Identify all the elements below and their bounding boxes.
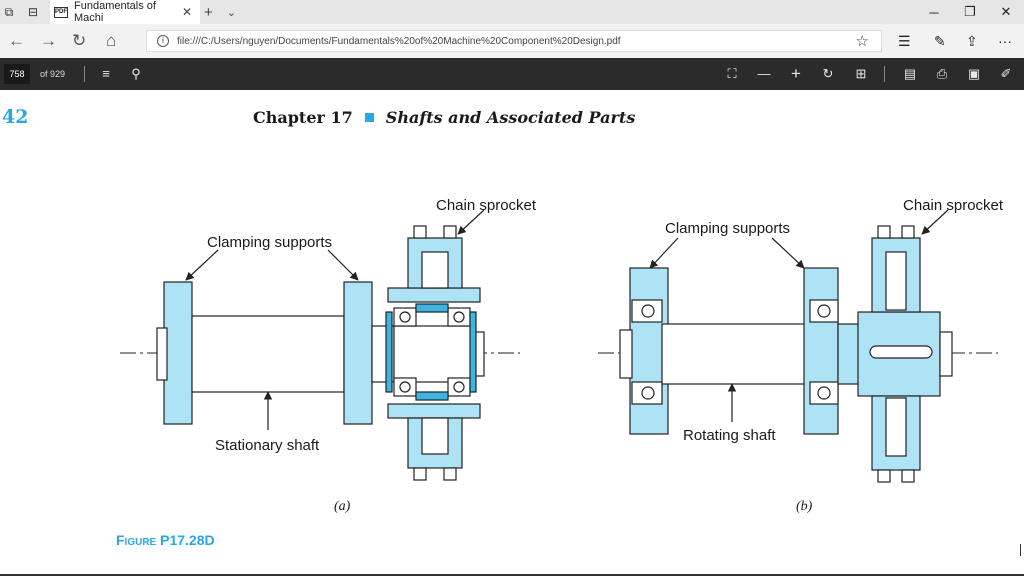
new-tab-icon[interactable]: + <box>204 3 213 21</box>
figure-a <box>120 209 520 481</box>
search-icon[interactable]: ⚲ <box>131 66 141 81</box>
tab-aside-icon[interactable]: ⊟ <box>27 5 39 19</box>
page-view-icon[interactable]: ⊞ <box>855 66 867 81</box>
fit-page-icon[interactable]: ⛶ <box>727 66 737 81</box>
forward-icon[interactable]: → <box>40 31 57 50</box>
pdf-favicon: PDF <box>54 6 68 18</box>
sublabel-a: (a) <box>334 499 351 514</box>
label-chain-sprocket-a: Chain sprocket <box>436 197 537 214</box>
pdf-page: 42 Chapter 17 Shafts and Associated Part… <box>0 90 1024 576</box>
label-chain-sprocket-b: Chain sprocket <box>903 197 1004 214</box>
chapter-title: Shafts and Associated Parts <box>385 108 636 127</box>
window-close-icon[interactable]: ✕ <box>1000 4 1012 19</box>
save-icon[interactable]: ▣ <box>967 66 981 81</box>
favorite-star-icon[interactable]: ☆ <box>855 33 869 50</box>
info-icon[interactable]: i <box>157 35 169 47</box>
pdf-toolbar: 758 of 929 ≡ ⚲ ⛶ — + ↻ ⊞ ▤ ⎙ ▣ ✐ <box>0 58 1024 90</box>
read-aloud-icon[interactable]: ▤ <box>903 66 917 81</box>
page-bottom-border <box>0 574 1024 576</box>
reading-list-icon[interactable]: ☰ <box>898 33 911 49</box>
sublabel-b: (b) <box>796 499 813 514</box>
label-shaft-b: Rotating shaft <box>683 427 776 444</box>
label-clamping-a: Clamping supports <box>207 234 332 251</box>
rotate-icon[interactable]: ↻ <box>822 66 834 81</box>
zoom-in-icon[interactable]: + <box>791 64 801 83</box>
figure-b <box>598 209 998 483</box>
zoom-out-icon[interactable]: — <box>757 66 771 81</box>
label-shaft-a: Stationary shaft <box>215 437 320 454</box>
toolbar-divider <box>884 66 885 82</box>
minimize-icon[interactable]: ─ <box>929 4 939 20</box>
tab-list-icon[interactable]: ⧉ <box>4 4 14 19</box>
page-total-label: of 929 <box>40 69 66 79</box>
running-header: Chapter 17 Shafts and Associated Parts <box>253 108 635 127</box>
annotate-icon[interactable]: ✐ <box>1000 66 1012 81</box>
header-square-icon <box>364 113 374 122</box>
share-icon[interactable]: ⇪ <box>966 33 978 49</box>
home-icon[interactable]: ⌂ <box>106 31 117 50</box>
tab-title: Fundamentals of Machi <box>74 0 156 24</box>
toolbar-divider <box>84 66 85 82</box>
figure-caption: Figure P17.28D <box>116 532 215 548</box>
shaft-figure: Chain sprocket Clamping supports Station… <box>120 197 1004 514</box>
page-number-input[interactable]: 758 <box>4 64 30 84</box>
label-clamping-b: Clamping supports <box>665 220 790 237</box>
browser-tab[interactable]: PDF Fundamentals of Machi ✕ <box>50 0 200 24</box>
tab-dropdown-icon[interactable]: ⌄ <box>226 6 236 19</box>
page-number: 42 <box>2 106 29 128</box>
restore-icon[interactable]: ❐ <box>964 4 976 19</box>
contents-icon[interactable]: ≡ <box>102 66 110 81</box>
print-icon[interactable]: ⎙ <box>936 66 948 81</box>
pen-icon[interactable]: ✎ <box>934 33 946 49</box>
back-icon[interactable]: ← <box>8 31 25 50</box>
text-cursor <box>1020 544 1021 556</box>
refresh-icon[interactable]: ↻ <box>72 31 87 50</box>
close-tab-icon[interactable]: ✕ <box>181 5 192 19</box>
chapter-label: Chapter 17 <box>253 108 353 127</box>
url-text: file:///C:/Users/nguyen/Documents/Fundam… <box>177 35 621 47</box>
tab-strip: ⧉ ⊟ PDF Fundamentals of Machi ✕ + ⌄ ─ ❐ … <box>0 0 1024 24</box>
url-field[interactable]: i file:///C:/Users/nguyen/Documents/Fund… <box>146 30 882 52</box>
more-icon[interactable]: ··· <box>998 33 1012 49</box>
